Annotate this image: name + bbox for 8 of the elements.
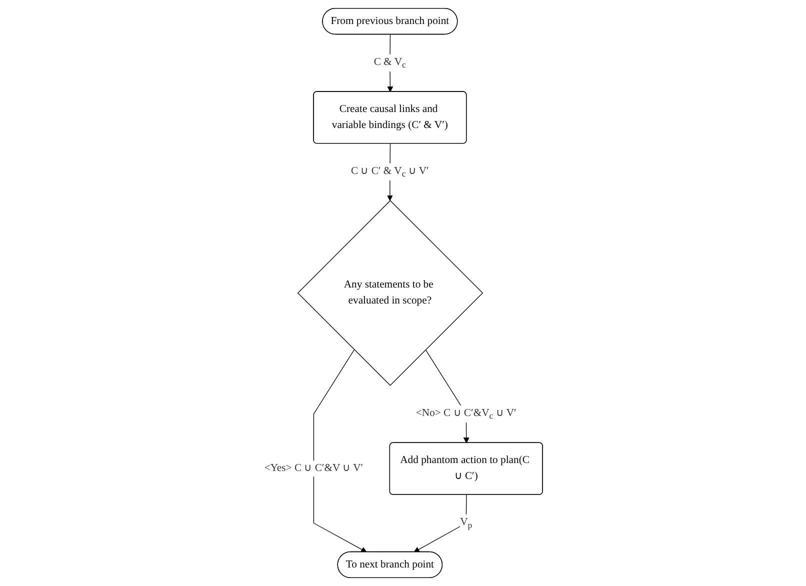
node-diamond: Any statements to be evaluated in scope? bbox=[296, 200, 483, 386]
edge-label: <No> C ∪ C′&V$_{c}$ ∪ V′ bbox=[415, 407, 516, 421]
edge-label: <Yes> C ∪ C′&V ∪ V′ bbox=[264, 462, 363, 474]
arrow bbox=[312, 349, 366, 552]
edge-label: V$_{p}$ bbox=[460, 516, 472, 530]
arrow bbox=[413, 494, 466, 552]
edge-label: C ∪ C′ & V$_{c}$ ∪ V′ bbox=[350, 165, 428, 179]
edge-label: C & V$_{c}$ bbox=[373, 56, 406, 70]
